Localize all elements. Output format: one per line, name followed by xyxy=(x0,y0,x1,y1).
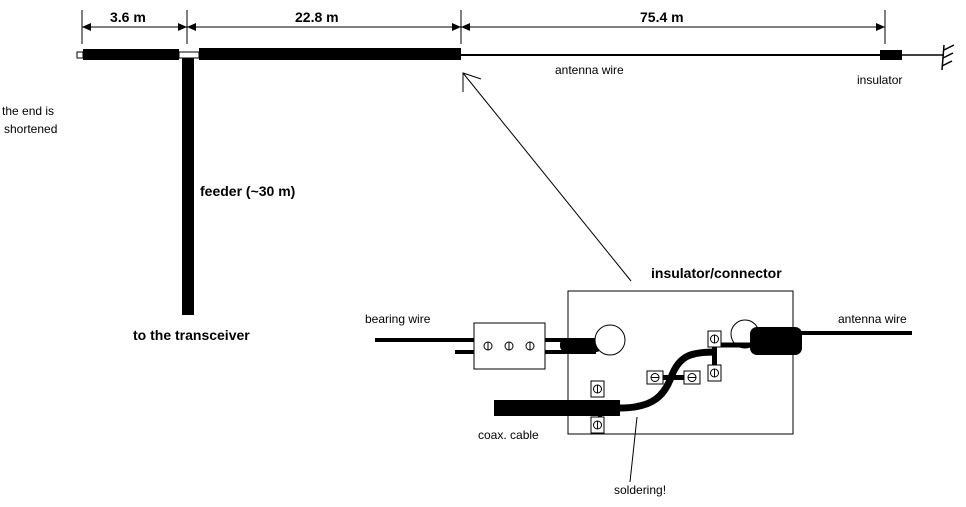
soldering-pointer-line xyxy=(629,416,638,483)
insulator-label: insulator xyxy=(857,73,902,87)
end-shortened-label-line2: shortened xyxy=(4,122,57,136)
dimension-label-3-6: 3.6 m xyxy=(110,9,146,25)
short-radiator xyxy=(83,49,179,60)
end-shortened-label-line1: the end is xyxy=(2,104,54,118)
right-wire-wrap xyxy=(750,327,802,355)
left-wire-wrap xyxy=(560,338,602,352)
shortened-end-marker xyxy=(76,51,84,59)
dimension-lines xyxy=(81,10,886,44)
to-transceiver-label: to the transceiver xyxy=(133,327,250,343)
end-insulator xyxy=(880,50,902,60)
long-radiator xyxy=(199,48,461,60)
left-mount-hole xyxy=(594,324,626,356)
dimension-arrowheads xyxy=(82,23,885,31)
coax-cable-jacket xyxy=(494,400,620,416)
ground-anchor-icon xyxy=(941,44,955,71)
feed-junction xyxy=(178,51,200,59)
clamp-screw-icons xyxy=(483,341,535,351)
soldering-label: soldering! xyxy=(614,483,666,497)
coax-cable-label: coax. cable xyxy=(478,428,539,442)
dimension-label-22-8: 22.8 m xyxy=(295,9,339,25)
antenna-wire-label: antenna wire xyxy=(555,63,624,77)
bearing-wire-label: bearing wire xyxy=(365,312,431,326)
feeder-line xyxy=(182,58,194,315)
antenna-wire-detail-label: antenna wire xyxy=(838,312,907,326)
detail-pointer-line xyxy=(462,72,632,282)
feeder-label: feeder (~30 m) xyxy=(200,183,295,199)
connector-title: insulator/connector xyxy=(651,265,782,281)
detail-pointer-arrowhead xyxy=(462,72,482,92)
dimension-label-75-4: 75.4 m xyxy=(640,9,684,25)
